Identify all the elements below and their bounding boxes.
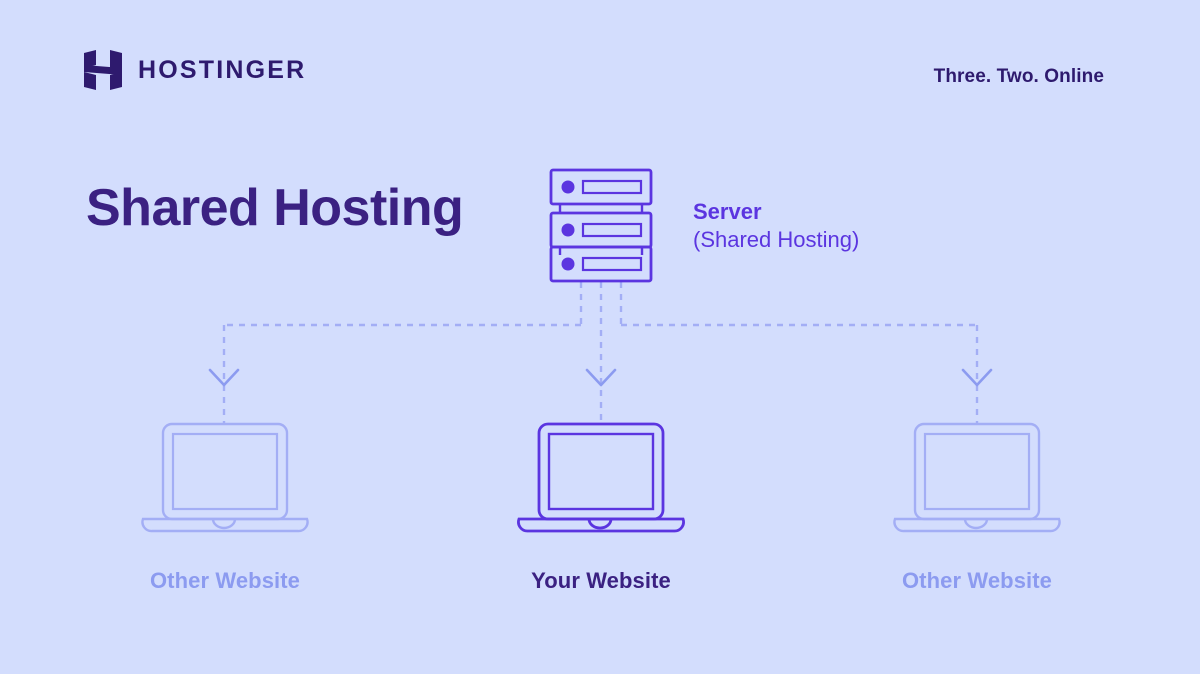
arrow-right-icon <box>961 368 993 387</box>
laptop-icon-right <box>893 422 1061 533</box>
brand-wordmark: HOSTINGER <box>138 55 307 84</box>
server-caption-subtitle: (Shared Hosting) <box>693 227 860 253</box>
laptop-icon-center <box>517 422 685 533</box>
arrow-center-icon <box>585 368 617 387</box>
hostinger-h-mark-icon <box>84 50 122 90</box>
laptop-icon-left <box>141 422 309 533</box>
server-rack-icon <box>549 168 653 283</box>
server-caption: Server (Shared Hosting) <box>693 198 859 254</box>
brand-tagline: Three. Two. Online <box>933 66 1104 87</box>
connector-lines <box>222 282 979 424</box>
page-title: Shared Hosting <box>86 178 464 237</box>
server-caption-title: Server <box>693 199 762 224</box>
node-label-left: Other Website <box>149 568 301 593</box>
brand-logo: HOSTINGER <box>84 50 306 90</box>
arrow-left-icon <box>208 368 240 387</box>
node-label-center: Your Website <box>531 568 671 593</box>
connector-arrowheads <box>208 368 993 387</box>
node-label-right: Other Website <box>901 568 1053 593</box>
